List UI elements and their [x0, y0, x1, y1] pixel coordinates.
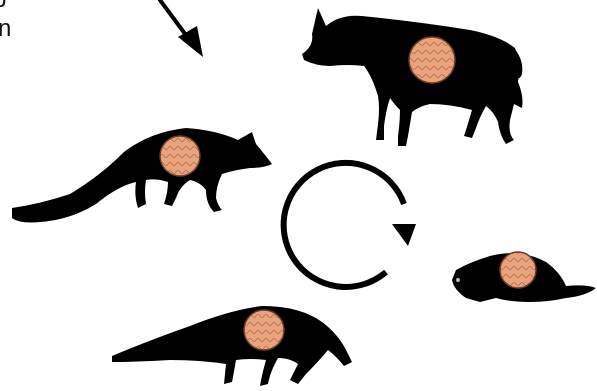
organ-rodent	[500, 252, 536, 288]
organ-civet	[160, 136, 200, 176]
pangolin-silhouette	[112, 306, 352, 386]
civet-silhouette	[12, 128, 272, 223]
organ-pangolin	[244, 310, 284, 350]
arrow-down-icon	[160, 0, 203, 57]
organ-dog	[409, 37, 455, 83]
dog-silhouette	[302, 8, 523, 146]
cycle-arrow-icon	[284, 163, 416, 287]
